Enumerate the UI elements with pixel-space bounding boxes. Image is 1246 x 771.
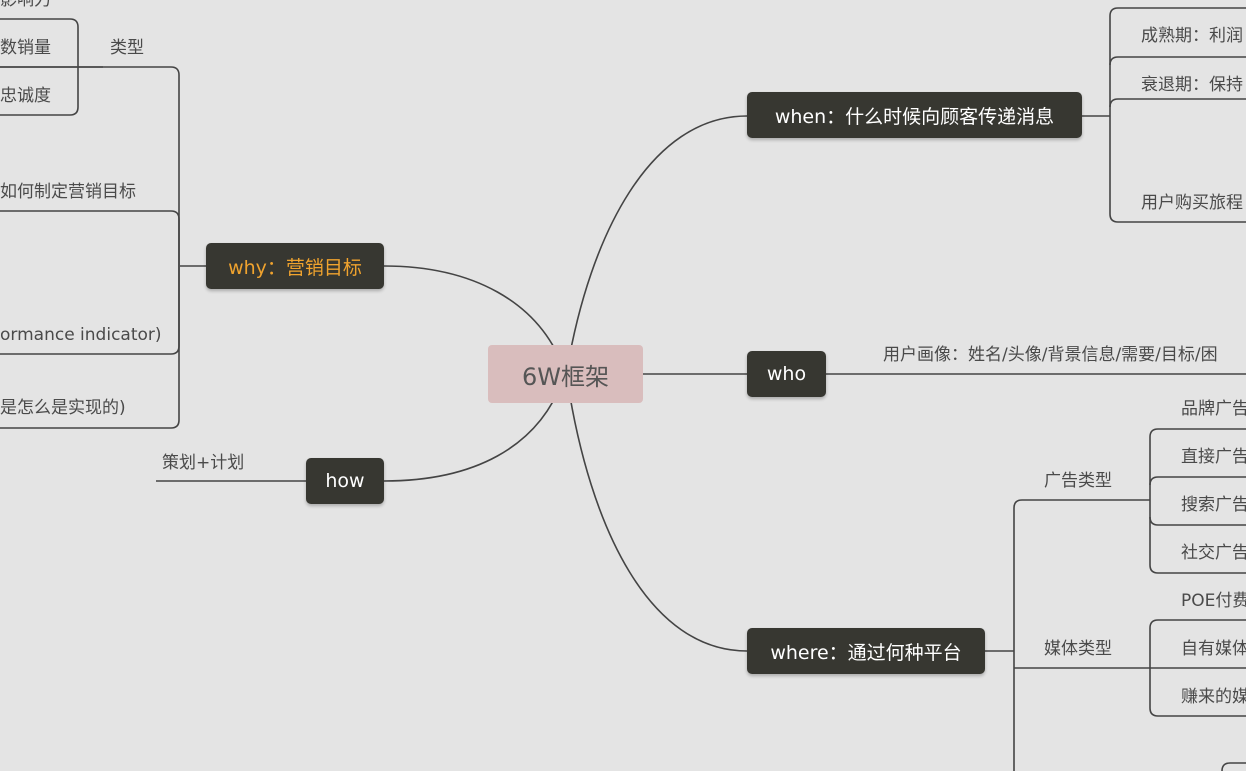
ad-item-search[interactable]: 搜索广告 (1181, 495, 1246, 515)
when-mature-label[interactable]: 成熟期：利润 (1141, 26, 1243, 46)
why-partial-influence[interactable]: 影响力 (0, 0, 51, 10)
how-node[interactable]: how (306, 458, 384, 504)
why-partial-loyalty[interactable]: 忠诚度 (0, 86, 51, 106)
media-item-owned[interactable]: 自有媒体 (1181, 639, 1246, 659)
why-node[interactable]: why：营销目标 (206, 243, 384, 289)
center-node-label: 6W框架 (522, 362, 609, 391)
ad-item-direct[interactable]: 直接广告 (1181, 447, 1246, 467)
connector-center-when (566, 115, 748, 371)
who-node[interactable]: who (747, 351, 826, 397)
why-node-label: why：营销目标 (228, 256, 362, 279)
where-node-label: where：通过何种平台 (770, 641, 962, 664)
why-type-label[interactable]: 类型 (110, 38, 144, 58)
why-how-to-set[interactable]: 如何制定营销目标 (0, 182, 136, 202)
ad-item-brand[interactable]: 品牌广告 (1181, 399, 1246, 419)
media-item-paid[interactable]: POE付费 (1181, 591, 1246, 611)
who-node-label: who (766, 363, 807, 385)
when-decline-label[interactable]: 衰退期：保持 (1141, 75, 1243, 95)
when-node-label: when：什么时候向顾客传递消息 (774, 105, 1055, 128)
connector-why-upper-bracket (0, 66, 180, 429)
connector-adtype-div2 (1149, 516, 1246, 526)
why-kpi-partial[interactable]: ormance indicator) (0, 325, 162, 345)
connector-adtype-bracket (1149, 428, 1246, 574)
where-media-type-label[interactable]: 媒体类型 (1044, 639, 1112, 659)
connector-center-where (566, 377, 748, 652)
connector-when-divider2 (1109, 98, 1246, 108)
why-partial-sales[interactable]: 数销量 (0, 38, 51, 58)
media-item-earned[interactable]: 赚来的媒 (1181, 687, 1246, 707)
center-node[interactable]: 6W框架 (488, 345, 643, 403)
connector-when-bracket (1109, 7, 1246, 223)
connector-where-spine (1013, 499, 1023, 771)
connector-when-divider (1109, 56, 1246, 66)
connector-bottom-stub (1221, 762, 1246, 771)
how-node-label: how (325, 470, 365, 492)
ad-item-social[interactable]: 社交广告 (1181, 543, 1246, 563)
how-plan-label[interactable]: 策划+计划 (162, 453, 245, 473)
connector-adtype-div1 (1149, 476, 1246, 486)
where-ad-type-label[interactable]: 广告类型 (1044, 471, 1112, 491)
when-journey-label[interactable]: 用户购买旅程 (1141, 193, 1243, 213)
when-node[interactable]: when：什么时候向顾客传递消息 (747, 92, 1082, 138)
why-achieved-partial[interactable]: 是怎么是实现的) (0, 398, 126, 418)
connector-why-mid-bracket (0, 210, 180, 355)
where-node[interactable]: where：通过何种平台 (747, 628, 985, 674)
who-persona-label[interactable]: 用户画像：姓名/头像/背景信息/需要/目标/困 (883, 345, 1218, 365)
